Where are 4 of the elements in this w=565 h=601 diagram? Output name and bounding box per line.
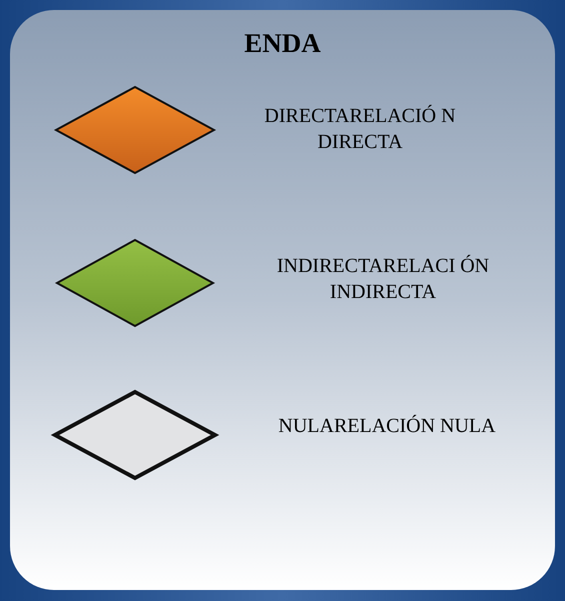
legend-label: INDIRECTARELACI ÓN INDIRECTA xyxy=(276,254,490,305)
legend-label: NULARELACIÓN NULA xyxy=(277,414,497,439)
legend-title: ENDA xyxy=(243,28,322,59)
legend-label: DIRECTARELACIÓ N DIRECTA xyxy=(263,104,457,155)
